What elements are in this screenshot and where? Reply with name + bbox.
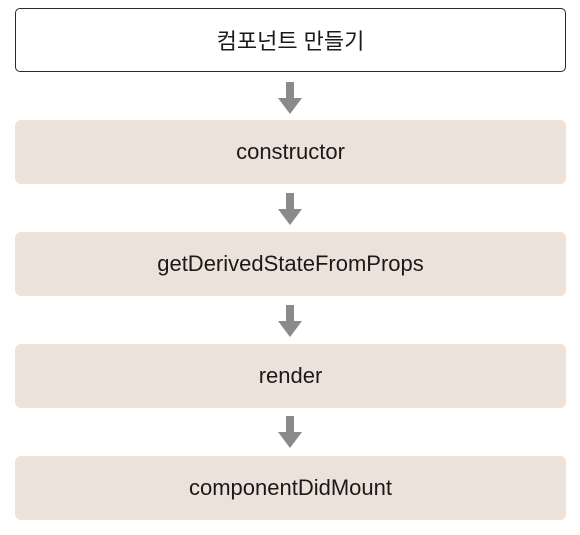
arrow-down-icon: [278, 193, 302, 227]
step-label: constructor: [236, 139, 345, 164]
arrow-down-icon: [278, 305, 302, 339]
arrow-down-icon: [278, 416, 302, 450]
step-label: getDerivedStateFromProps: [157, 251, 424, 276]
step-box-component-did-mount: componentDidMount: [15, 456, 566, 520]
step-label: render: [258, 363, 323, 388]
title-label: 컴포넌트 만들기: [216, 29, 365, 54]
step-box-constructor: constructor: [15, 120, 566, 184]
step-label: componentDidMount: [188, 475, 392, 500]
step-box-render: render: [15, 344, 566, 408]
step-box-get-derived-state-from-props: getDerivedStateFromProps: [15, 232, 566, 296]
arrow-down-icon: [278, 82, 302, 116]
title-box: 컴포넌트 만들기: [15, 8, 566, 72]
